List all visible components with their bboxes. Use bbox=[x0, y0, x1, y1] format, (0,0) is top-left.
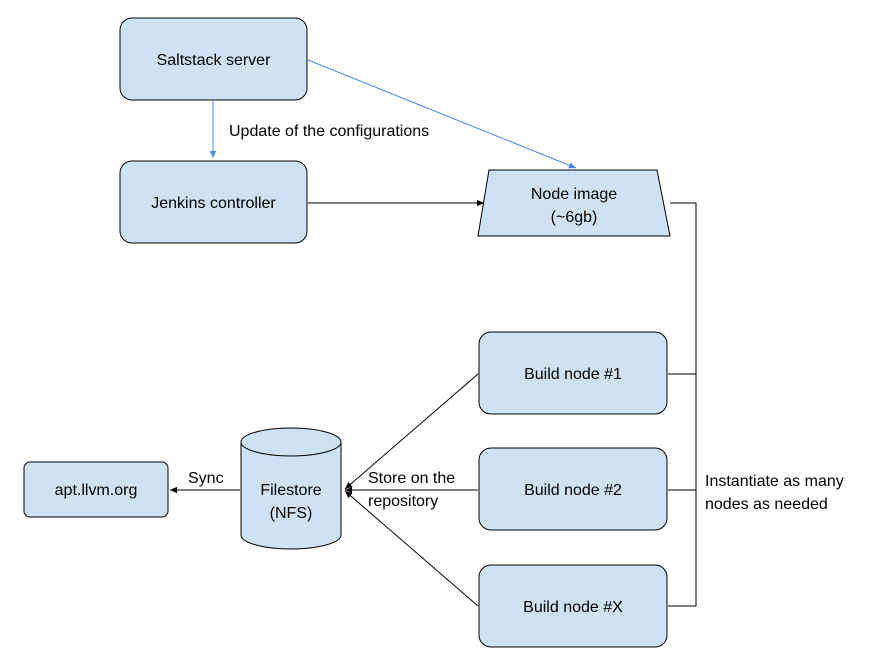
edge-saltstack-to-node-image bbox=[307, 59, 577, 169]
edge-labels: Update of the configurations Store on th… bbox=[188, 123, 844, 513]
jenkins-controller-node: Jenkins controller bbox=[119, 160, 308, 244]
build-node-x-label: Build node #X bbox=[523, 599, 623, 616]
build-node-2-label: Build node #2 bbox=[524, 482, 622, 499]
build-node-1: Build node #1 bbox=[478, 331, 668, 415]
filestore-type-label: (NFS) bbox=[270, 505, 313, 522]
filestore-label: Filestore bbox=[260, 482, 321, 499]
instantiate-label-line1: Instantiate as many bbox=[705, 473, 844, 490]
saltstack-server-label: Saltstack server bbox=[157, 52, 271, 69]
node-image-size-label: (~6gb) bbox=[551, 209, 598, 226]
jenkins-controller-label: Jenkins controller bbox=[151, 195, 276, 212]
build-node-2: Build node #2 bbox=[478, 447, 668, 531]
edge-build-node-x-to-filestore bbox=[344, 490, 479, 607]
node-image-label: Node image bbox=[531, 186, 617, 203]
edge-node-image-to-build-nodes bbox=[668, 202, 697, 607]
edge-build-node-1-to-filestore bbox=[344, 373, 479, 490]
build-node-1-label: Build node #1 bbox=[524, 366, 622, 383]
store-on-repository-label-line1: Store on the bbox=[368, 470, 455, 487]
node-image-node: Node image (~6gb) bbox=[477, 169, 671, 237]
saltstack-server-node: Saltstack server bbox=[119, 17, 308, 101]
filestore-cylinder: Filestore (NFS) bbox=[240, 427, 342, 550]
apt-llvm-org-label: apt.llvm.org bbox=[55, 482, 138, 499]
build-node-x: Build node #X bbox=[478, 564, 668, 648]
store-on-repository-label-line2: repository bbox=[368, 493, 438, 510]
apt-llvm-org-node: apt.llvm.org bbox=[23, 461, 169, 518]
instantiate-label-line2: nodes as needed bbox=[705, 496, 828, 513]
sync-label: Sync bbox=[188, 470, 224, 487]
update-configurations-label: Update of the configurations bbox=[229, 123, 429, 140]
